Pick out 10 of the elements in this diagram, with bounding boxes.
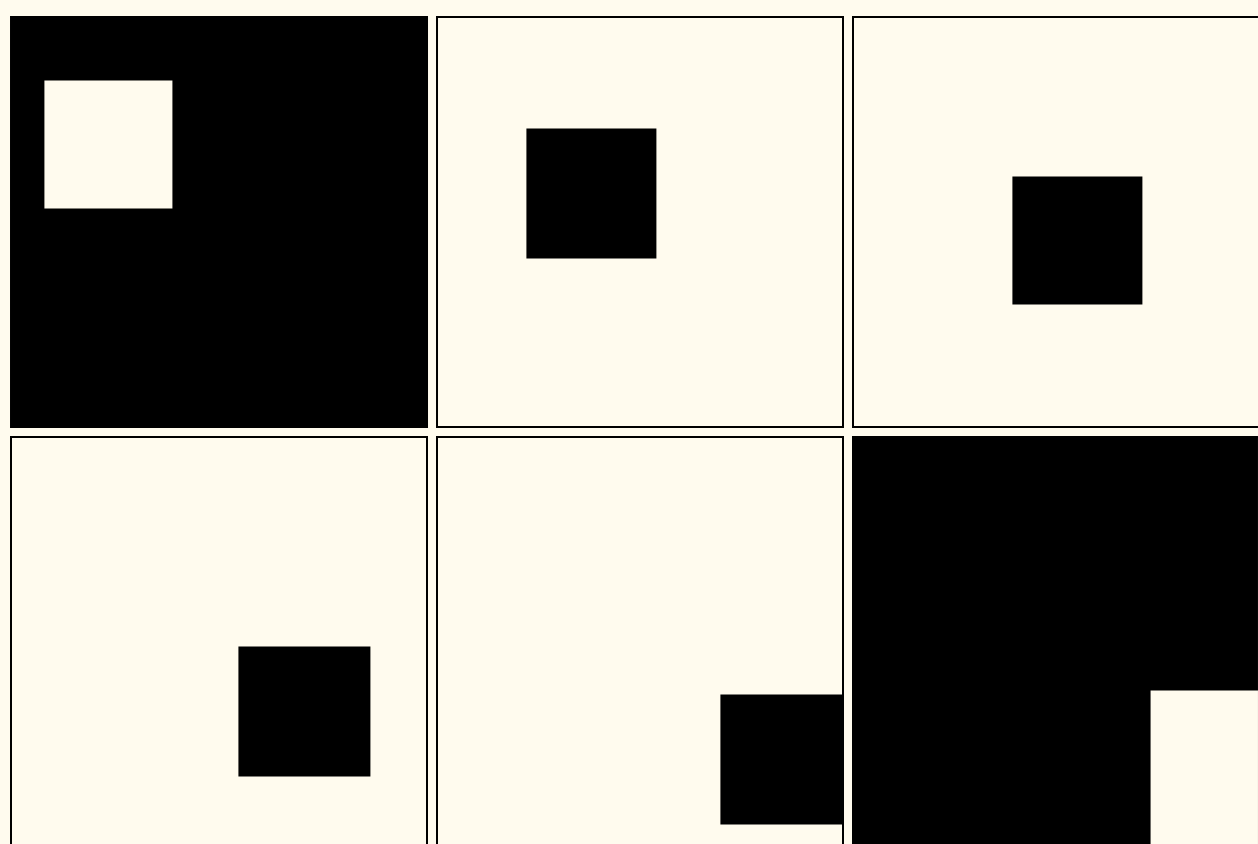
square bbox=[526, 128, 657, 259]
frame-panel bbox=[436, 16, 844, 428]
frame-panel bbox=[852, 16, 1258, 428]
frame-panel bbox=[10, 16, 428, 428]
square bbox=[1012, 176, 1143, 305]
frame-panel bbox=[10, 436, 428, 844]
square bbox=[44, 80, 173, 209]
square bbox=[238, 646, 371, 777]
frame-panel bbox=[852, 436, 1258, 844]
frame-panel bbox=[436, 436, 844, 844]
